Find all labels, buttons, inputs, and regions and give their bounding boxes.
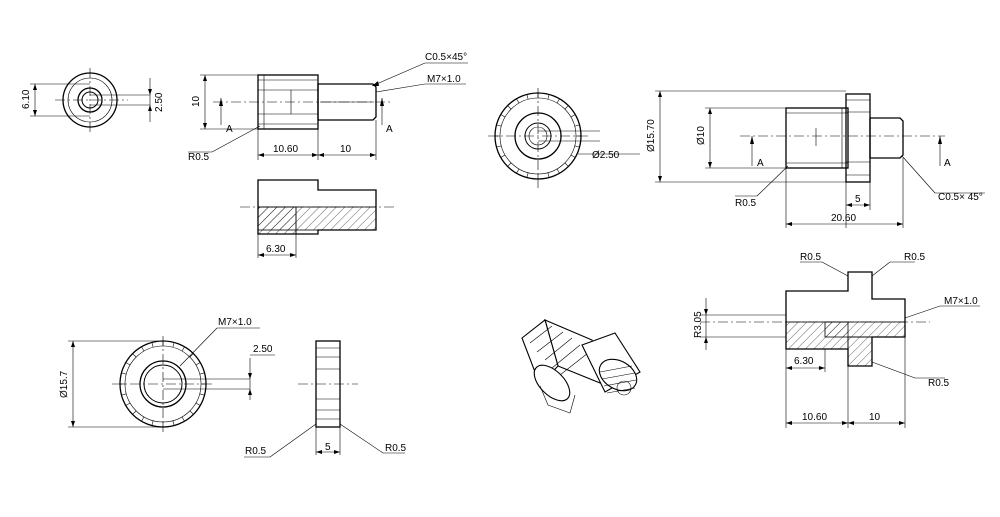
knurl-notch [496, 124, 502, 127]
radius-label-sec-top-left: R0.5 [800, 252, 822, 263]
thread-label-section: M7×1.0 [944, 296, 978, 307]
section-a-right-right: A [944, 158, 951, 169]
knurl-notch [516, 98, 520, 104]
thread-label-bottom: M7×1.0 [218, 317, 252, 328]
knurl-notch [570, 114, 576, 118]
section-view-left: 6.30 [240, 179, 395, 258]
chamfer-label-top: C0.5×45° [425, 52, 467, 63]
dim-10-vertical: 10 [191, 95, 202, 107]
knurl-notch [199, 372, 205, 375]
knurl-notch [125, 362, 131, 366]
knurl-notch [500, 154, 506, 158]
knurl-notch [132, 410, 137, 415]
knurl-notch [570, 154, 576, 158]
dim-5-bottom: 5 [325, 442, 331, 453]
section-a-left: A [226, 124, 233, 135]
knurl-notch [574, 124, 580, 127]
radius-label-side: R0.5 [188, 152, 210, 163]
dim-2-50: 2.50 [154, 92, 165, 112]
knurl-notch [526, 94, 529, 100]
section-view-right: R3.05 R0.5 R0.5 M7×1.0 R0.5 6.30 10.60 1… [693, 252, 980, 428]
knurl-side-view: 5 R0.5 R0.5 [244, 340, 407, 458]
dim-r3-05: R3.05 [693, 311, 704, 338]
dim-6-30-left: 6.30 [266, 244, 286, 255]
dim-dia-15-7: Ø15.7 [59, 370, 70, 398]
knurl-notch [151, 342, 154, 348]
dim-dia-2-50: Ø2.50 [592, 150, 620, 161]
knurl-notch [507, 105, 512, 110]
thread-label-top: M7×1.0 [427, 74, 461, 85]
dim-6-30-right: 6.30 [794, 356, 814, 367]
knurl-notch [172, 420, 175, 426]
knurl-notch [195, 362, 201, 366]
dim-10-top: 10 [340, 144, 352, 155]
isometric-view [521, 319, 641, 414]
knurl-notch [500, 114, 506, 118]
knurl-notch [564, 105, 569, 110]
chamfer-label-right: C0.5× 45° [938, 192, 983, 203]
dim-10-60-bottom: 10.60 [802, 412, 827, 423]
knurl-notch [189, 410, 194, 415]
knurl-notch [556, 98, 560, 104]
knurl-notch [547, 172, 550, 178]
knurled-front-view: Ø15.7 M7×1.0 2.50 [59, 317, 275, 432]
dim-10-bottom: 10 [869, 412, 881, 423]
knurl-notch [496, 145, 502, 148]
knurl-notch [125, 402, 131, 406]
knurled-end-view: Ø2.50 [488, 88, 640, 188]
dim-10-60-top: 10.60 [273, 144, 298, 155]
dim-2-50-bottom: 2.50 [253, 344, 273, 355]
section-a-right: A [386, 124, 393, 135]
knurl-notch [556, 168, 560, 174]
knurl-notch [141, 346, 145, 352]
section-a-right-left: A [757, 158, 764, 169]
knurl-notch [516, 168, 520, 174]
knurl-notch [181, 346, 185, 352]
dim-5-right: 5 [855, 194, 861, 205]
knurl-notch [141, 416, 145, 422]
knurl-notch [574, 145, 580, 148]
right-elevation-view: Ø15.70 Ø10 A A 5 20.60 R0.5 [646, 90, 985, 228]
side-elevation-view: 10 A A 10.60 10 R0.5 C0.5×45° M7×1.0 [188, 52, 468, 163]
knurl-notch [121, 393, 127, 396]
radius-label-bottom-right: R0.5 [385, 443, 407, 454]
dim-6-10: 6.10 [21, 89, 32, 109]
dim-20-60: 20.60 [831, 213, 856, 224]
small-end-view: 6.10 2.50 [21, 68, 165, 132]
radius-label-sec-bottom: R0.5 [928, 378, 950, 389]
knurl-notch [121, 372, 127, 375]
knurl-notch [199, 393, 205, 396]
radius-label-right: R0.5 [735, 198, 757, 209]
knurl-notch [507, 162, 512, 167]
radius-label-sec-top-right: R0.5 [904, 252, 926, 263]
knurl-notch [526, 172, 529, 178]
knurl-notch [547, 94, 550, 100]
knurl-notch [172, 342, 175, 348]
dim-dia-10: Ø10 [696, 126, 707, 145]
knurl-notch [132, 353, 137, 358]
knurl-notch [195, 402, 201, 406]
knurl-notch [181, 416, 185, 422]
radius-label-bottom-left: R0.5 [245, 446, 267, 457]
dim-dia-15-70: Ø15.70 [646, 119, 657, 152]
knurl-notch [189, 353, 194, 358]
knurl-notch [564, 162, 569, 167]
knurl-notch [151, 420, 154, 426]
